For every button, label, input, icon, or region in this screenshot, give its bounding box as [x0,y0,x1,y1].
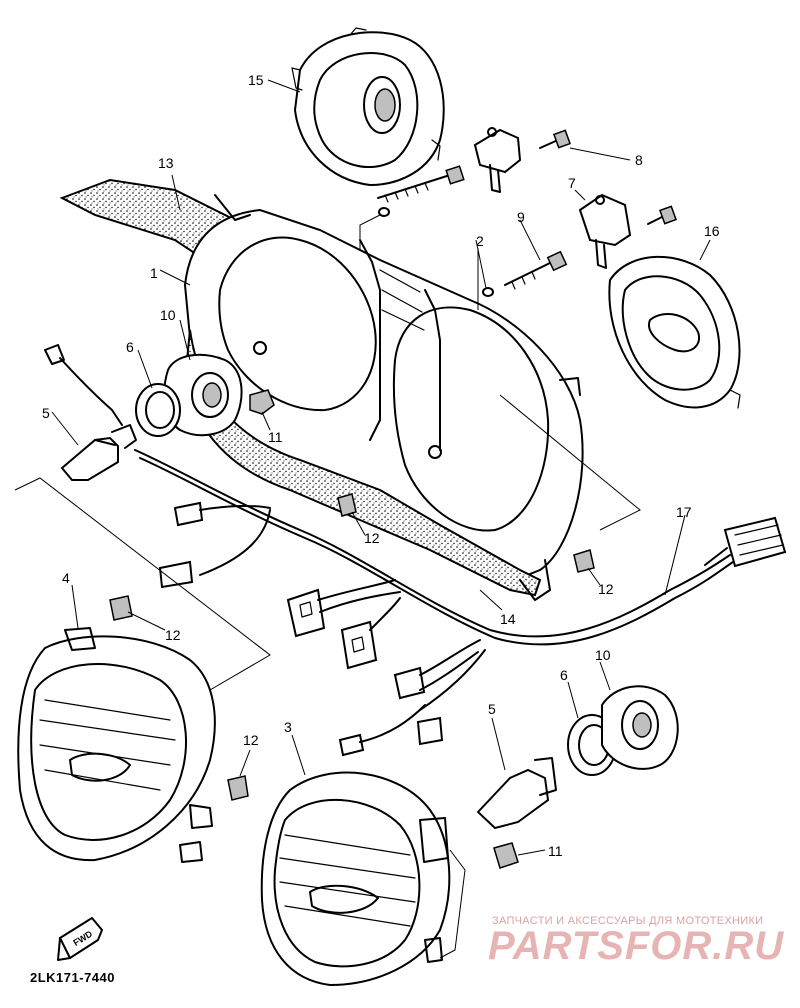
wire-harness-17 [134,449,787,757]
headlight-rear-cover-15 [291,27,445,187]
grommet-12 [109,493,595,801]
callout-10-left: 10 [160,307,176,323]
callout-12-b: 12 [598,581,614,597]
callout-3: 3 [284,719,292,735]
callout-8: 8 [635,152,643,168]
headlight-unit-4 [17,627,216,863]
watermark-logo[interactable]: PARTSFOR.RU [488,924,785,968]
callout-15: 15 [248,72,264,88]
watermark-tagline: ЗАПЧАСТИ И АКСЕССУАРЫ ДЛЯ МОТОТЕХНИКИ [492,915,764,927]
callout-2: 2 [476,233,484,249]
headlight-rear-cover-16 [608,255,741,409]
adjusting-bolt-9 [377,165,568,290]
part-code: 2LK171-7440 [30,970,115,985]
reference-lines [14,214,641,959]
o-ring-2 [378,207,494,297]
fwd-arrow-icon: FWD [57,917,103,961]
callout-16: 16 [704,223,720,239]
callout-leaders [51,79,711,856]
callout-1: 1 [150,265,158,281]
bulb-5-right [476,757,557,830]
callout-4: 4 [62,570,70,586]
callout-12-a: 12 [364,530,380,546]
bracket-7 [473,127,632,269]
callout-12-d: 12 [243,732,259,748]
callout-11-upper: 11 [268,429,283,445]
callout-5-right: 5 [488,701,496,717]
callout-17: 17 [676,504,692,520]
bulb-5-left [44,344,137,481]
callout-6-left: 6 [126,339,134,355]
callout-11-lower: 11 [548,843,563,859]
callout-10-right: 10 [595,647,611,663]
clip-11-lower [493,842,519,869]
callout-numbers: 15 13 1 2 8 7 9 16 10 6 11 5 12 12 14 17… [42,72,720,859]
callout-5-left: 5 [42,405,50,421]
bulb-socket-10-left [163,353,243,437]
callout-9: 9 [517,209,525,225]
callout-7: 7 [568,175,576,191]
callout-13: 13 [158,155,174,171]
clip-11-upper [249,389,275,415]
callout-14: 14 [500,611,516,627]
callout-12-c: 12 [165,627,181,643]
bulb-socket-10-right [601,685,679,770]
headlight-housing-1 [183,194,584,601]
screw-8 [539,129,677,225]
headlight-unit-3 [260,771,451,987]
callout-6-right: 6 [560,667,568,683]
bulb-ring-6-left [135,383,181,437]
